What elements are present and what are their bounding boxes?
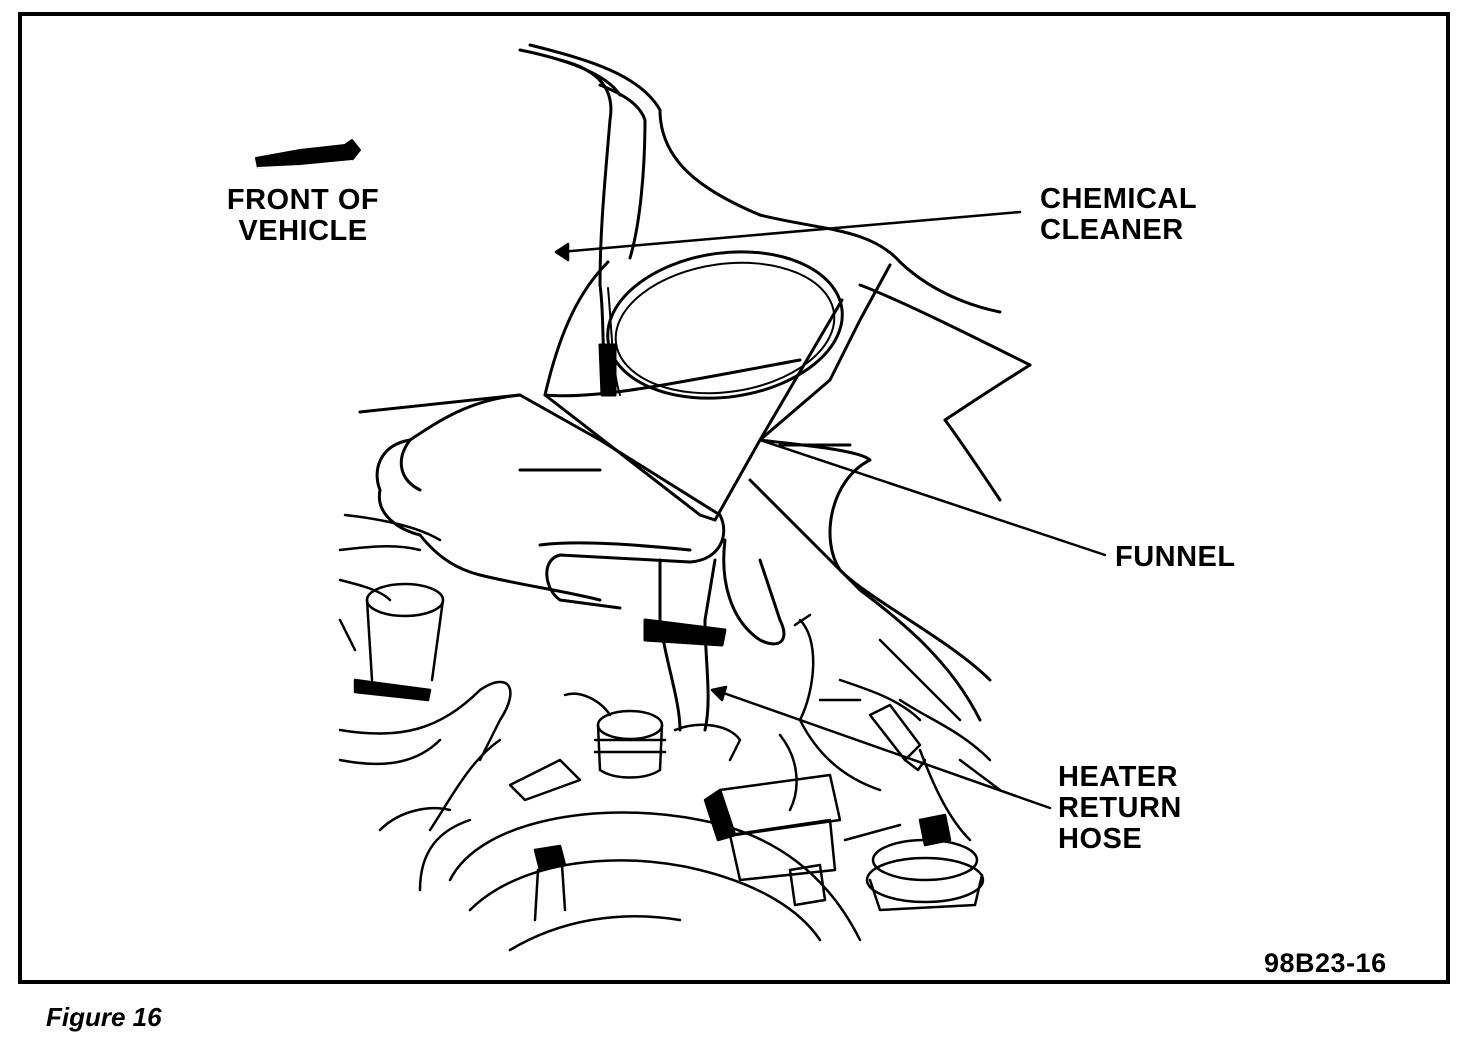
figure-caption: Figure 16 (46, 1002, 162, 1032)
chemical-cleaner-container (518, 43, 1032, 367)
front-direction-arrow (255, 139, 361, 169)
figure-frame (18, 12, 1450, 984)
hood-edge (748, 363, 1032, 722)
funnel (543, 250, 892, 522)
funnel-label: FUNNEL (1115, 541, 1236, 573)
hand (358, 393, 726, 610)
heater-hose-leader (713, 688, 1052, 810)
front-of-vehicle-label: FRONT OF VEHICLE (226, 184, 380, 247)
chemical-cleaner-label: CHEMICAL CLEANER (1040, 183, 1198, 246)
figure-id-label: 98B23-16 (1264, 948, 1387, 978)
funnel-leader (758, 438, 1107, 557)
heater-return-hose (643, 538, 786, 732)
cleaner-stream (598, 283, 621, 397)
engine-components (338, 513, 1002, 952)
heater-return-hose-label: HEATER RETURN HOSE (1058, 761, 1182, 855)
leader-lines (554, 210, 1107, 810)
chemical-cleaner-leader (558, 210, 1022, 254)
